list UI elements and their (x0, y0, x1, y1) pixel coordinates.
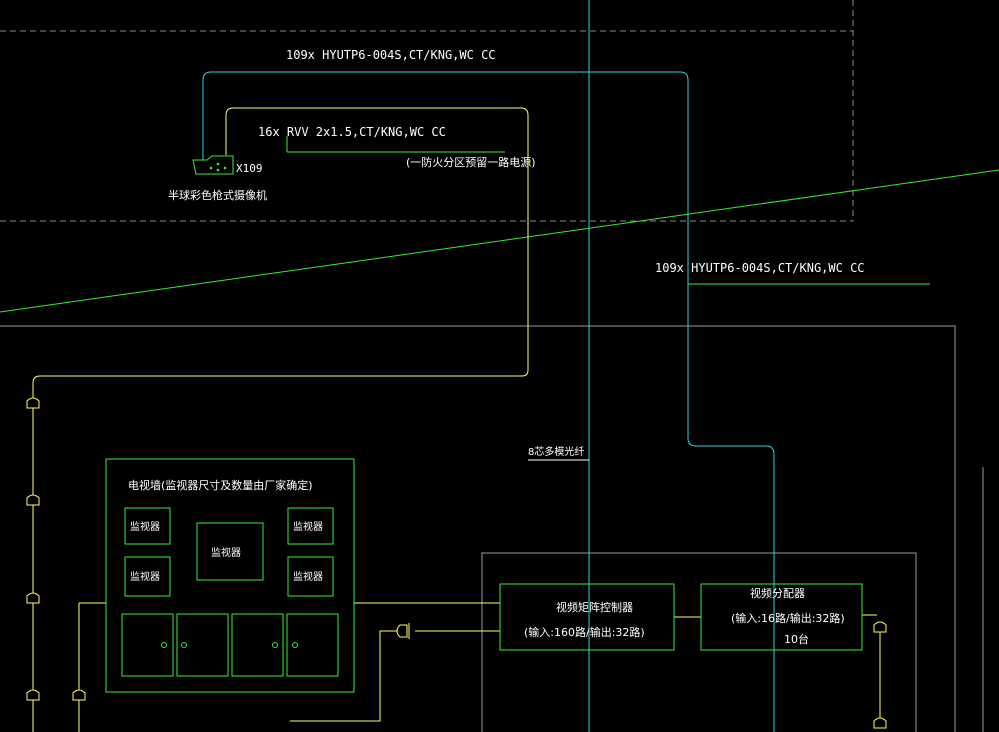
cabinet-door-1 (121, 613, 174, 677)
cable-spec-mid: 16x RVV 2x1.5,CT/KNG,WC CC (258, 125, 446, 139)
monitor-bottom-left-label: 监视器 (130, 570, 160, 583)
cable-spec-top: 109x HYUTP6-004S,CT/KNG,WC CC (286, 48, 496, 62)
tv-wall (105, 458, 355, 693)
camera-label: 半球彩色枪式摄像机 (168, 188, 267, 202)
cabinet-door-3 (231, 613, 284, 677)
distributor-qty: 10台 (784, 632, 809, 646)
tv-wall-title: 电视墙(监视器尺寸及数量由厂家确定) (128, 478, 313, 492)
fiber-label: 8芯多模光纤 (528, 445, 584, 458)
distributor-title: 视频分配器 (750, 586, 805, 600)
monitor-bottom-right (287, 556, 334, 597)
video-cable-runs (202, 0, 775, 732)
monitor-top-right (287, 507, 334, 545)
monitor-top-left (124, 507, 171, 545)
matrix-io: (输入:160路/输出:32路) (524, 625, 645, 639)
monitor-top-right-label: 监视器 (293, 520, 323, 533)
video-distributor (700, 583, 863, 651)
matrix-title: 视频矩阵控制器 (556, 600, 633, 614)
monitor-center-label: 监视器 (211, 546, 241, 559)
monitor-bottom-right-label: 监视器 (293, 570, 323, 583)
room-outline (0, 325, 984, 732)
cabinet-door-4 (286, 613, 339, 677)
distributor-io: (输入:16路/输出:32路) (731, 611, 845, 625)
monitor-top-left-label: 监视器 (130, 520, 160, 533)
power-cable-runs (32, 107, 881, 732)
leader-lines (286, 136, 930, 285)
camera-icon (192, 155, 234, 175)
video-matrix-controller (499, 583, 675, 651)
monitor-center (196, 522, 264, 581)
dashed-boundary (0, 0, 854, 222)
power-reserve-note: (一防火分区预留一路电源) (406, 155, 536, 169)
cabinet-door-2 (176, 613, 229, 677)
terminal-symbols (26, 397, 887, 729)
monitor-bottom-left (124, 556, 171, 597)
cable-spec-right: 109x HYUTP6-004S,CT/KNG,WC CC (655, 261, 865, 275)
camera-count: X109 (236, 162, 263, 175)
diagonal-reference-line (0, 169, 999, 313)
